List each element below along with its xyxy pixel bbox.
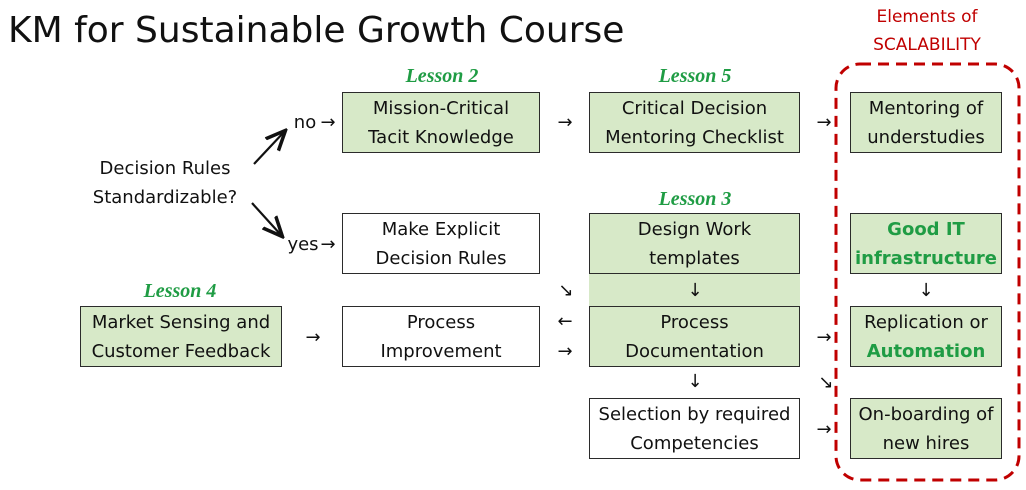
branch-no-line: [253, 132, 284, 165]
right-arrow-icon: →: [305, 327, 321, 348]
down-arrow-icon: ↓: [687, 371, 703, 392]
box-line: Tacit Knowledge: [368, 126, 514, 148]
box-design-work-templates: Design Work templates: [589, 213, 800, 274]
lesson-2-label: Lesson 2: [405, 65, 479, 87]
box-good-it: Good IT infrastructure: [850, 213, 1002, 274]
box-selection-competencies: Selection by required Competencies: [589, 398, 800, 459]
left-arrow-icon: ←: [557, 311, 573, 332]
lesson-3-label: Lesson 3: [658, 188, 732, 210]
diagonal-arrow-icon: ↘: [558, 280, 574, 301]
right-arrow-icon: →: [816, 419, 832, 440]
box-line: understudies: [867, 126, 985, 148]
box-line: Replication or: [864, 311, 988, 333]
box-line: Market Sensing and: [91, 311, 271, 333]
scalability-header-line2: SCALABILITY: [873, 35, 981, 55]
box-line: new hires: [882, 432, 970, 454]
box-line: Mentoring of: [868, 97, 984, 119]
box-process-documentation: Process Documentation: [589, 306, 800, 367]
box-market-sensing: Market Sensing and Customer Feedback: [80, 306, 282, 367]
branch-yes-line: [251, 202, 281, 235]
box-replication: Replication or Automation: [850, 306, 1002, 367]
box-line: Improvement: [380, 340, 502, 362]
box-line: Process: [660, 311, 729, 333]
box-line: Documentation: [625, 340, 764, 362]
right-arrow-icon: →: [320, 112, 336, 133]
box-mission-critical: Mission-Critical Tacit Knowledge: [342, 92, 540, 153]
branch-no-label: no: [293, 112, 317, 133]
right-arrow-icon: →: [816, 112, 832, 133]
box-line: Competencies: [630, 432, 759, 454]
box-line: Selection by required: [598, 403, 791, 425]
right-arrow-icon: →: [320, 234, 336, 255]
box-line: On-boarding of: [858, 403, 994, 425]
box-make-explicit: Make Explicit Decision Rules: [342, 213, 540, 274]
box-line: infrastructure: [854, 247, 998, 269]
box-line: templates: [649, 247, 740, 269]
question-line1: Decision Rules: [99, 158, 231, 179]
right-arrow-icon: →: [557, 112, 573, 133]
box-onboarding: On-boarding of new hires: [850, 398, 1002, 459]
box-line: Design Work: [637, 218, 752, 240]
box-line: Process: [406, 311, 476, 333]
lesson-5-label: Lesson 5: [658, 65, 732, 87]
down-arrow-icon: ↓: [687, 280, 703, 301]
scalability-header-line1: Elements of: [876, 7, 978, 27]
page-title: KM for Sustainable Growth Course: [8, 10, 625, 51]
connector-band: [589, 273, 800, 306]
box-mentoring: Mentoring of understudies: [850, 92, 1002, 153]
box-critical-decision-checklist: Critical Decision Mentoring Checklist: [589, 92, 800, 153]
lesson-4-label: Lesson 4: [143, 280, 217, 302]
branch-yes-label: yes: [287, 234, 319, 255]
right-arrow-icon: →: [816, 327, 832, 348]
box-line: Critical Decision: [621, 97, 768, 119]
box-line: Mentoring Checklist: [605, 126, 784, 148]
box-line: Decision Rules: [375, 247, 507, 269]
box-line: Make Explicit: [381, 218, 501, 240]
diagonal-arrow-icon: ↘: [818, 372, 834, 393]
box-process-improvement: Process Improvement: [342, 306, 540, 367]
box-line: Automation: [866, 340, 986, 362]
right-arrow-icon: →: [557, 341, 573, 362]
box-line: Mission-Critical: [372, 97, 510, 119]
box-line: Customer Feedback: [91, 340, 271, 362]
down-arrow-icon: ↓: [918, 280, 934, 301]
box-line: Good IT: [887, 218, 965, 240]
question-line2: Standardizable?: [92, 187, 238, 208]
